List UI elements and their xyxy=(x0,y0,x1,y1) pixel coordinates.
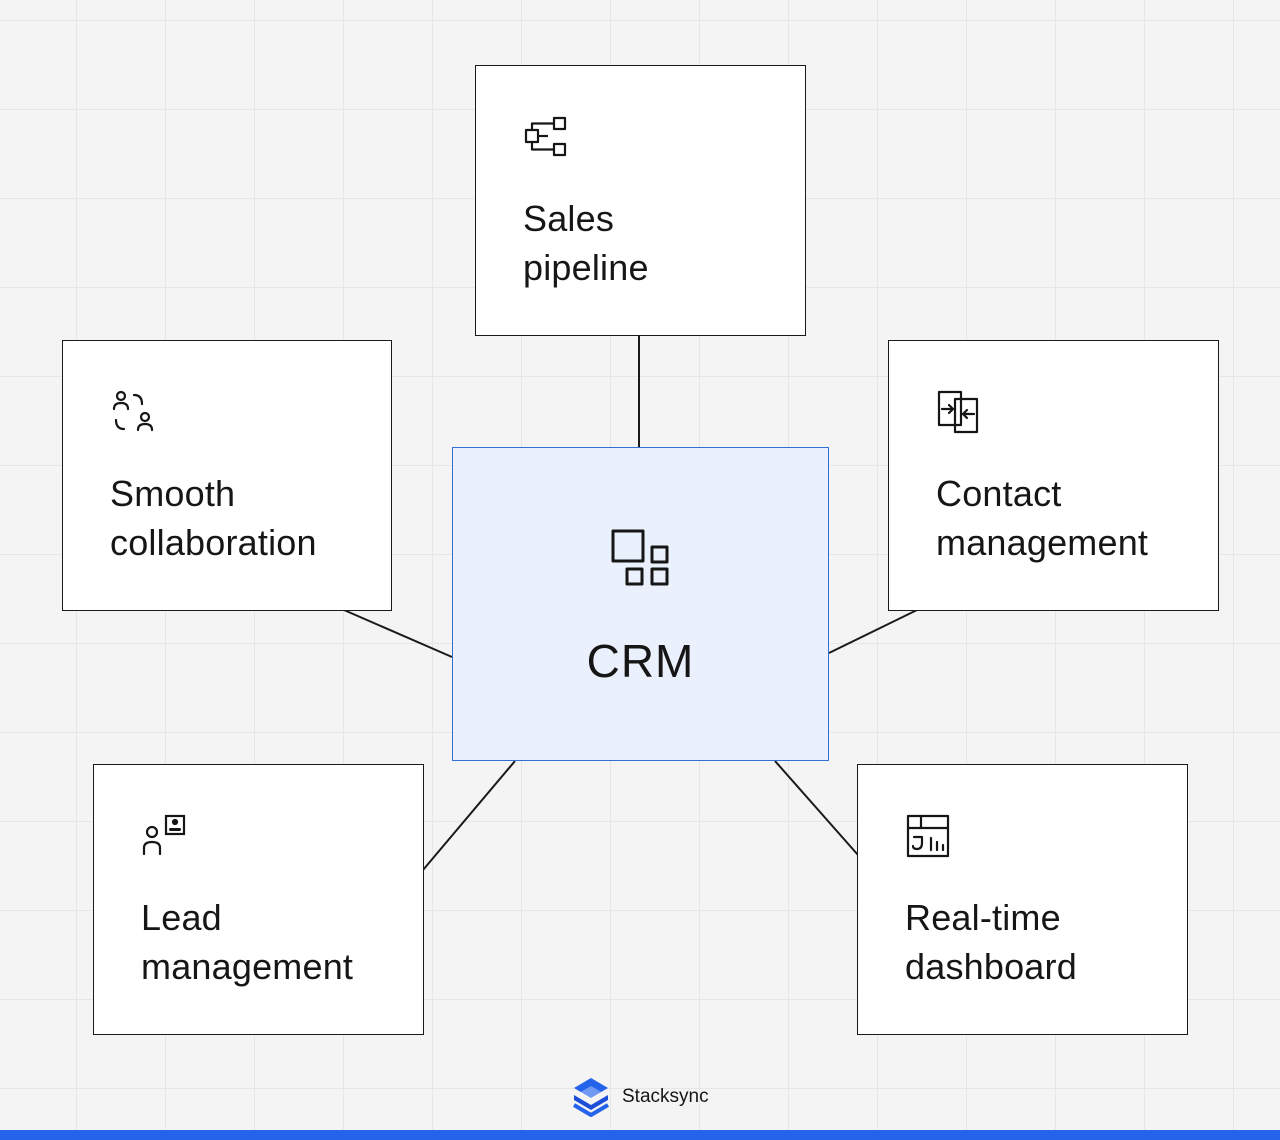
apps-icon xyxy=(611,529,669,586)
node-smooth-collaboration: Smooth collaboration xyxy=(62,340,392,611)
collaborate-icon xyxy=(112,390,154,432)
node-sales-pipeline: Sales pipeline xyxy=(475,65,806,336)
node-lead-management: Lead management xyxy=(93,764,424,1035)
brand-name: Stacksync xyxy=(622,1086,709,1107)
node-realtime-dashboard: Real-time dashboard xyxy=(857,764,1188,1035)
node-label: Real-time dashboard xyxy=(905,897,1077,987)
center-label: CRM xyxy=(586,635,695,687)
user-profile-icon xyxy=(142,814,186,856)
node-crm-center: CRM xyxy=(452,447,829,761)
node-label: Smooth collaboration xyxy=(110,473,317,563)
brand: Stacksync xyxy=(568,1074,709,1120)
dashboard-icon xyxy=(906,814,950,858)
node-label: Sales pipeline xyxy=(523,198,649,288)
connector-contact-management xyxy=(828,609,918,654)
node-label: Contact management xyxy=(936,473,1149,563)
node-label: Lead management xyxy=(141,897,354,987)
node-contact-management: Contact management xyxy=(888,340,1219,611)
connector-realtime-dashboard xyxy=(774,760,859,856)
connector-smooth-collaboration xyxy=(343,609,453,658)
bottom-accent-bar xyxy=(0,1130,1280,1140)
flow-icon xyxy=(524,116,567,157)
compare-icon xyxy=(937,390,979,434)
stacksync-logo-icon xyxy=(572,1078,610,1117)
connector-lead-management xyxy=(422,760,516,871)
